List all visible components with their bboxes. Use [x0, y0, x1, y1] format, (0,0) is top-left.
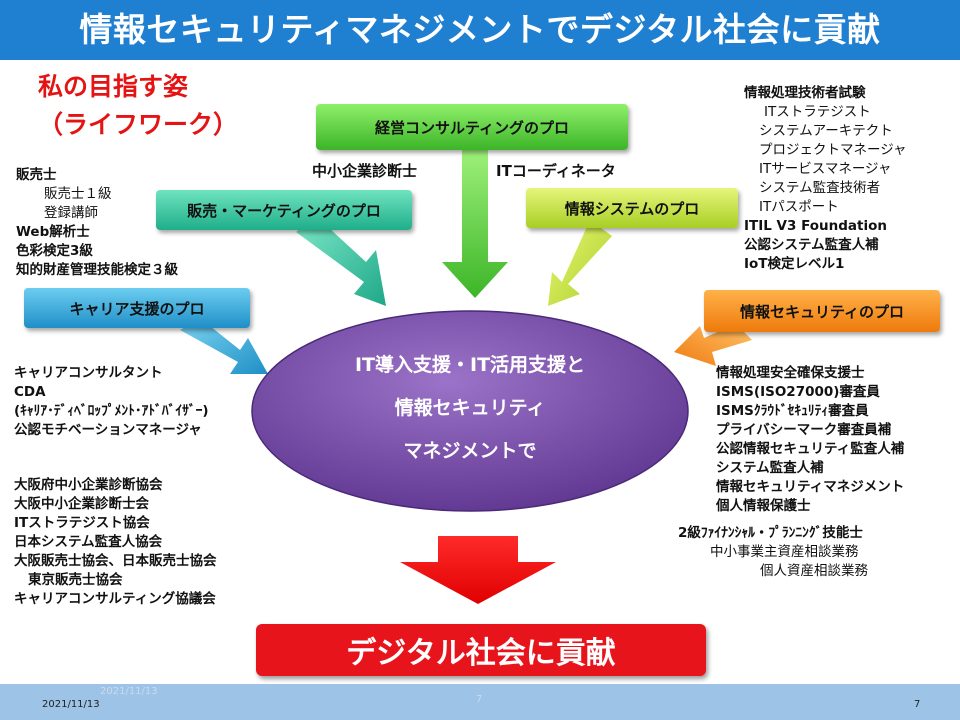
- title-bar: [0, 0, 960, 60]
- box-infosys-label: 情報システムのプロ: [564, 199, 700, 218]
- box-sales-label: 販売・マーケティングのプロ: [187, 201, 381, 220]
- association-item: ITストラテジスト協会: [14, 515, 150, 531]
- security-qual-item: プライバシーマーク審査員補: [716, 422, 892, 438]
- footer-date: 2021/11/13: [42, 699, 100, 710]
- aspiration-heading: 私の目指す姿 （ライフワーク）: [38, 68, 238, 144]
- career-qual-item: (ｷｬﾘｱ･ﾃﾞｨﾍﾞﾛｯﾌﾟﾒﾝﾄ･ｱﾄﾞﾊﾞｲｻﾞｰ): [14, 403, 209, 419]
- security-qual-item: ISMS(ISO27000)審査員: [716, 384, 880, 400]
- career-qualifications: キャリアコンサルタント CDA (ｷｬﾘｱ･ﾃﾞｨﾍﾞﾛｯﾌﾟﾒﾝﾄ･ｱﾄﾞﾊﾞ…: [14, 364, 209, 440]
- footer-page-number: 7: [914, 699, 921, 710]
- fp-qualifications: 2級ﾌｧｲﾅﾝｼｬﾙ・ﾌﾟﾗﾝﾆﾝｸﾞ技能士 中小事業主資産相談業務 個人資産相…: [678, 524, 868, 581]
- it-qual-item: ITサービスマネージャ: [759, 161, 892, 177]
- center-line2: 情報セキュリティ: [394, 397, 546, 419]
- center-text: IT導入支援・IT活用支援と 情報セキュリティ マネジメントで: [260, 344, 680, 473]
- it-qual-item: ITIL V3 Foundation: [744, 218, 888, 234]
- footer-bar: [0, 684, 960, 720]
- center-line3: マネジメントで: [403, 440, 537, 462]
- arrow-infosys: [548, 220, 612, 306]
- impact-banner: デジタル社会に貢献: [256, 624, 706, 676]
- box-sales: 販売・マーケティングのプロ: [156, 190, 412, 230]
- it-qual-item: プロジェクトマネージャ: [759, 142, 907, 158]
- aspiration-line1: 私の目指す姿: [38, 72, 189, 101]
- it-qual-header: 情報処理技術者試験: [744, 85, 866, 101]
- fp-qual-item: 個人資産相談業務: [760, 563, 868, 579]
- association-item: 日本システム監査人協会: [14, 534, 163, 550]
- it-qual-item: 公認システム監査人補: [744, 237, 879, 253]
- security-qual-item: システム監査人補: [716, 460, 824, 476]
- box-security: 情報セキュリティのプロ: [704, 290, 940, 332]
- box-career: キャリア支援のプロ: [24, 288, 250, 328]
- association-item: キャリアコンサルティング協議会: [14, 591, 216, 607]
- box-management-label: 経営コンサルティングのプロ: [374, 118, 570, 137]
- it-qualifications: 情報処理技術者試験 ITストラテジスト システムアーキテクト プロジェクトマネー…: [744, 84, 907, 274]
- association-item: 大阪中小企業診断士会: [14, 496, 149, 512]
- box-security-label: 情報セキュリティのプロ: [739, 302, 905, 321]
- associations: 大阪府中小企業診断協会 大阪中小企業診断士会 ITストラテジスト協会 日本システ…: [14, 476, 217, 609]
- career-qual-item: CDA: [14, 384, 46, 400]
- fp-qual-item: 2級ﾌｧｲﾅﾝｼｬﾙ・ﾌﾟﾗﾝﾆﾝｸﾞ技能士: [678, 525, 863, 541]
- it-qual-item: システムアーキテクト: [759, 123, 893, 139]
- association-item: 東京販売士協会: [28, 572, 123, 588]
- arrow-security: [674, 324, 752, 366]
- it-qual-item: IoT検定レベル1: [744, 256, 845, 272]
- security-qual-item: ISMSｸﾗｳﾄﾞｾｷｭﾘﾃｨ審査員: [716, 403, 869, 419]
- security-qual-item: 情報セキュリティマネジメント: [716, 479, 905, 495]
- aspiration-line2: （ライフワーク）: [38, 110, 239, 139]
- center-ellipse: [251, 310, 689, 512]
- sales-qual-item: 登録講師: [44, 205, 98, 221]
- sales-qual-item: 販売士１級: [44, 186, 112, 202]
- label-it-coordinator: ITコーディネータ: [496, 162, 616, 180]
- security-qual-item: 情報処理安全確保支援士: [716, 365, 865, 381]
- arrow-sales: [296, 216, 386, 306]
- arrow-career: [180, 318, 268, 374]
- security-qualifications: 情報処理安全確保支援士 ISMS(ISO27000)審査員 ISMSｸﾗｳﾄﾞｾ…: [716, 364, 904, 516]
- box-management: 経営コンサルティングのプロ: [316, 104, 628, 150]
- arrow-management: [442, 150, 508, 298]
- page-title: 情報セキュリティマネジメントでデジタル社会に貢献: [79, 10, 881, 49]
- impact-label: デジタル社会に貢献: [346, 636, 616, 671]
- box-career-label: キャリア支援のプロ: [69, 299, 205, 318]
- sales-qualifications: 販売士 販売士１級 登録講師 Web解析士 色彩検定3級 知的財産管理技能検定３…: [16, 166, 178, 280]
- footer-page-ghost: 7: [476, 694, 483, 705]
- sales-qual-item: 色彩検定3級: [16, 243, 93, 259]
- career-qual-item: キャリアコンサルタント: [14, 365, 163, 381]
- career-qual-item: 公認モチベーションマネージャ: [14, 422, 202, 438]
- footer-date-ghost: 2021/11/13: [100, 686, 158, 697]
- center-line1: IT導入支援・IT活用支援と: [354, 354, 586, 376]
- sales-qual-item: 知的財産管理技能検定３級: [16, 262, 178, 278]
- association-item: 大阪販売士協会、日本販売士協会: [14, 553, 217, 569]
- arrow-impact: [400, 536, 556, 604]
- it-qual-item: ITストラテジスト: [764, 104, 871, 120]
- label-sme-consultant: 中小企業診断士: [312, 162, 418, 180]
- security-qual-item: 個人情報保護士: [716, 498, 811, 514]
- it-qual-item: システム監査技術者: [759, 180, 881, 196]
- sales-qual-item: Web解析士: [16, 224, 90, 240]
- box-infosys: 情報システムのプロ: [526, 188, 738, 228]
- association-item: 大阪府中小企業診断協会: [14, 477, 163, 493]
- fp-qual-item: 中小事業主資産相談業務: [710, 544, 859, 560]
- security-qual-item: 公認情報セキュリティ監査人補: [716, 441, 905, 457]
- it-qual-item: ITパスポート: [759, 199, 839, 215]
- sales-qual-item: 販売士: [16, 167, 57, 183]
